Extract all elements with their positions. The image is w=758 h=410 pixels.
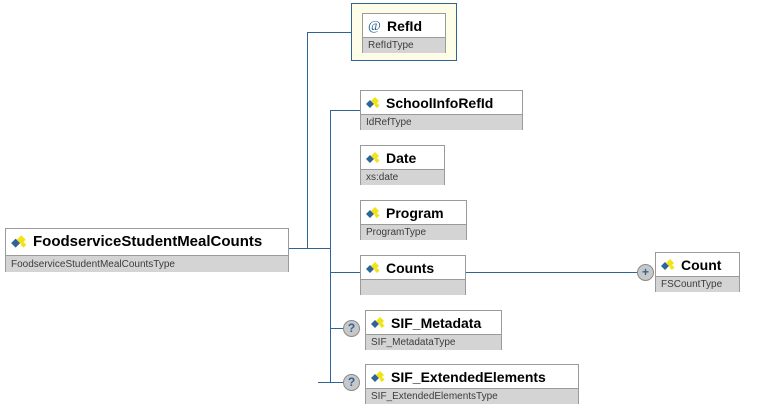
node-root-label: FoodserviceStudentMealCounts: [33, 233, 263, 250]
node-root-foodservicestudentmealcounts[interactable]: FoodserviceStudentMealCounts Foodservice…: [5, 228, 289, 272]
svg-text:@: @: [368, 19, 381, 33]
node-sif-metadata[interactable]: SIF_Metadata SIF_MetadataType: [365, 310, 502, 350]
optional-marker-sif-extendedelements[interactable]: ?: [343, 374, 360, 391]
node-refid-type: RefIdType: [368, 40, 414, 51]
node-refid-type-row: RefIdType: [363, 37, 445, 53]
node-refid-title-row: @ RefId: [363, 14, 445, 37]
connector-counts-stem: [330, 272, 360, 273]
node-program-title-row: Program: [361, 201, 466, 224]
node-sif-extendedelements-title-row: SIF_ExtendedElements: [366, 365, 578, 388]
element-icon: [365, 96, 381, 110]
node-program-label: Program: [386, 204, 444, 221]
node-date[interactable]: Date xs:date: [360, 145, 445, 185]
node-sif-metadata-type: SIF_MetadataType: [371, 337, 456, 348]
optional-marker-sif-metadata[interactable]: ?: [343, 320, 360, 337]
node-sif-extendedelements[interactable]: SIF_ExtendedElements SIF_ExtendedElement…: [365, 364, 579, 404]
node-date-type: xs:date: [366, 172, 399, 183]
node-count-title-row: Count: [656, 253, 739, 276]
connector-schoolinforefid-stem: [330, 110, 360, 111]
connector-counts-to-count: [466, 272, 641, 273]
element-icon: [365, 151, 381, 165]
node-program-type: ProgramType: [366, 227, 427, 238]
node-schoolinforefid-title-row: SchoolInfoRefId: [361, 91, 522, 114]
node-sif-extendedelements-type: SIF_ExtendedElementsType: [371, 391, 498, 402]
connector-refid-stem: [307, 32, 351, 33]
node-schoolinforefid-label: SchoolInfoRefId: [386, 94, 494, 111]
node-sif-metadata-type-row: SIF_MetadataType: [366, 334, 501, 350]
node-count[interactable]: Count FSCountType: [655, 252, 740, 292]
node-schoolinforefid-type-row: IdRefType: [361, 114, 522, 130]
node-root-title-row: FoodserviceStudentMealCounts: [6, 229, 288, 255]
element-icon: [370, 316, 386, 330]
node-counts[interactable]: Counts: [360, 255, 466, 295]
node-counts-label: Counts: [386, 259, 435, 276]
node-program-type-row: ProgramType: [361, 224, 466, 240]
node-sif-extendedelements-type-row: SIF_ExtendedElementsType: [366, 388, 578, 404]
node-count-type-row: FSCountType: [656, 276, 739, 292]
node-sif-metadata-label: SIF_Metadata: [391, 314, 482, 331]
node-refid[interactable]: @ RefId RefIdType: [362, 13, 446, 53]
node-count-type: FSCountType: [661, 279, 723, 290]
node-schoolinforefid[interactable]: SchoolInfoRefId IdRefType: [360, 90, 523, 130]
node-date-title-row: Date: [361, 146, 444, 169]
node-program[interactable]: Program ProgramType: [360, 200, 467, 240]
element-icon: [370, 370, 386, 384]
node-counts-title-row: Counts: [361, 256, 465, 279]
element-icon: [365, 206, 381, 220]
expand-marker-count[interactable]: +: [637, 264, 654, 281]
node-count-label: Count: [681, 256, 722, 273]
node-root-type: FoodserviceStudentMealCountsType: [11, 258, 175, 270]
element-icon: [365, 261, 381, 275]
node-refid-label: RefId: [387, 17, 422, 34]
connector-attribute-trunk: [307, 32, 308, 249]
connector-sifextendedelements-lead: [318, 382, 343, 383]
node-date-label: Date: [386, 149, 417, 166]
connector-root-stem: [288, 248, 331, 249]
attribute-icon: @: [367, 18, 382, 33]
element-icon: [660, 258, 676, 272]
connector-element-trunk: [330, 110, 331, 383]
node-date-type-row: xs:date: [361, 169, 444, 185]
node-sif-metadata-title-row: SIF_Metadata: [366, 311, 501, 334]
node-root-type-row: FoodserviceStudentMealCountsType: [6, 255, 288, 272]
node-schoolinforefid-type: IdRefType: [366, 117, 412, 128]
element-icon: [10, 234, 28, 250]
node-counts-type-row: [361, 279, 465, 295]
connector-sifmetadata-stem: [330, 328, 343, 329]
node-sif-extendedelements-label: SIF_ExtendedElements: [391, 368, 546, 385]
